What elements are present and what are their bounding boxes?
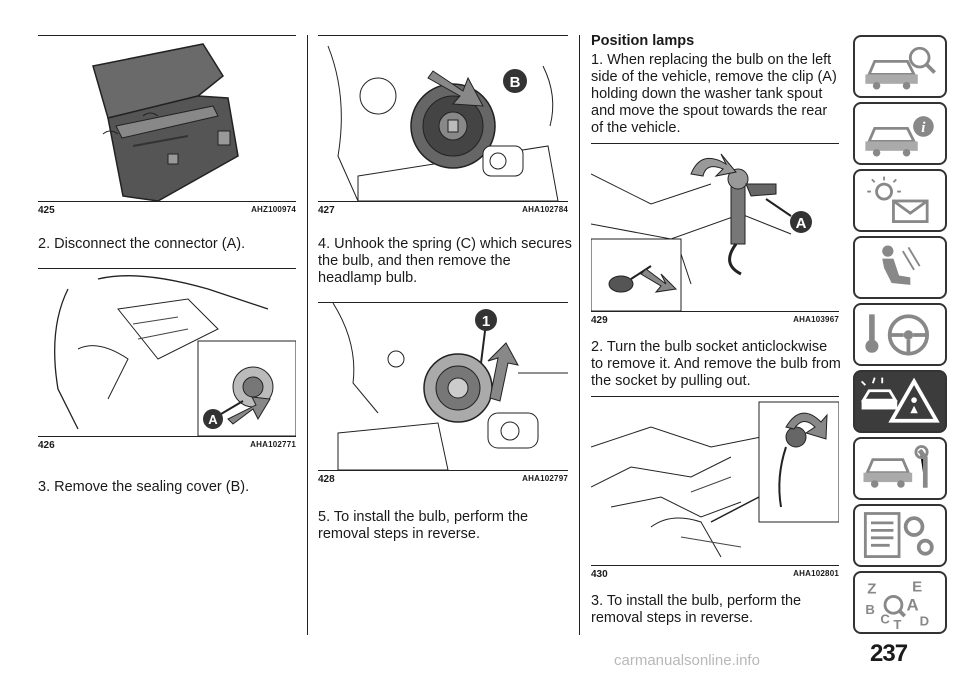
paragraph: 1. When replacing the bulb on the left s… bbox=[591, 52, 837, 136]
index-letter: B bbox=[865, 602, 874, 617]
paragraph: 5. To install the bulb, perform the remo… bbox=[318, 509, 529, 542]
figure-427-sealing-cover-illustration: B bbox=[318, 36, 568, 201]
figure-number: 427 bbox=[318, 205, 335, 216]
page-number: 237 bbox=[870, 640, 908, 667]
alphabetical-index-icon: Z E A B C D T bbox=[865, 579, 929, 632]
callout-label: B bbox=[510, 74, 521, 91]
divider bbox=[591, 143, 839, 144]
column-divider bbox=[579, 35, 580, 635]
car-search-icon bbox=[865, 46, 936, 90]
paragraph: 4. Unhook the spring (C) which secures t… bbox=[318, 236, 572, 286]
divider bbox=[318, 201, 568, 202]
divider bbox=[318, 302, 568, 303]
figure-code: AHA102784 bbox=[522, 205, 568, 214]
figure-426-connector-illustration: A bbox=[38, 269, 296, 436]
tab-car-info[interactable]: i bbox=[853, 102, 947, 165]
tab-airbag-seat[interactable] bbox=[853, 236, 947, 299]
car-maintenance-icon bbox=[863, 445, 929, 488]
column-divider bbox=[307, 35, 308, 635]
figure-number: 426 bbox=[38, 440, 55, 451]
index-letter: D bbox=[920, 613, 929, 628]
figure-caption: 428 AHA102797 bbox=[318, 474, 568, 488]
figure-caption: 427 AHA102784 bbox=[318, 205, 568, 219]
divider bbox=[318, 470, 568, 471]
tab-car-maintenance[interactable] bbox=[853, 437, 947, 500]
figure-code: AHA102771 bbox=[250, 440, 296, 449]
paragraph: 2. Disconnect the connector (A). bbox=[38, 236, 246, 252]
figure-caption: 430 AHA102801 bbox=[591, 569, 839, 583]
figure-caption: 426 AHA102771 bbox=[38, 440, 296, 454]
index-letter: T bbox=[893, 617, 901, 632]
figure-429-washer-spout-clip-illustration: A bbox=[591, 144, 839, 311]
divider bbox=[591, 396, 839, 397]
figure-code: AHZ100974 bbox=[251, 205, 296, 214]
divider bbox=[38, 268, 296, 269]
figure-number: 425 bbox=[38, 205, 55, 216]
figure-code: AHA102801 bbox=[793, 569, 839, 578]
figure-caption: 429 AHA103967 bbox=[591, 315, 839, 329]
paragraph: 3. To install the bulb, perform the remo… bbox=[591, 593, 802, 626]
warning-lights-icon bbox=[867, 176, 929, 223]
index-letter: C bbox=[880, 612, 890, 627]
airbag-seat-icon bbox=[882, 245, 921, 285]
divider bbox=[318, 35, 568, 36]
figure-number: 429 bbox=[591, 315, 608, 326]
tab-technical-data[interactable] bbox=[853, 504, 947, 567]
car-info-icon: i bbox=[865, 116, 934, 157]
divider bbox=[591, 311, 839, 312]
tab-warning-lights[interactable] bbox=[853, 169, 947, 232]
paragraph: 3. Remove the sealing cover (B). bbox=[38, 479, 250, 495]
key-steering-wheel-icon bbox=[865, 314, 930, 356]
divider bbox=[38, 201, 296, 202]
figure-430-bulb-socket-illustration bbox=[591, 397, 839, 565]
divider bbox=[38, 35, 296, 36]
index-letter: Z bbox=[867, 581, 876, 598]
figure-425-washer-reservoir-illustration bbox=[38, 36, 296, 201]
index-letter: E bbox=[912, 579, 922, 596]
tab-key-steering-wheel[interactable] bbox=[853, 303, 947, 366]
callout-label: A bbox=[796, 215, 807, 232]
figure-code: AHA102797 bbox=[522, 474, 568, 483]
technical-data-icon bbox=[863, 512, 934, 558]
figure-code: AHA103967 bbox=[793, 315, 839, 324]
figure-caption: 425 AHZ100974 bbox=[38, 205, 296, 219]
figure-428-headlamp-bulb-illustration: 1 bbox=[318, 303, 568, 470]
svg-text:i: i bbox=[921, 120, 926, 136]
paragraph: 2. Turn the bulb socket anticlockwise to… bbox=[591, 339, 841, 389]
callout-label: A bbox=[208, 412, 218, 427]
car-breakdown-warning-icon bbox=[860, 377, 940, 423]
index-letter: A bbox=[907, 595, 919, 614]
divider bbox=[591, 565, 839, 566]
figure-number: 430 bbox=[591, 569, 608, 580]
section-heading: Position lamps bbox=[591, 33, 695, 49]
watermark: carmanualsonline.info bbox=[614, 652, 760, 669]
tab-car-search[interactable] bbox=[853, 35, 947, 98]
figure-number: 428 bbox=[318, 474, 335, 485]
callout-label: 1 bbox=[482, 313, 490, 330]
tab-emergency[interactable] bbox=[853, 370, 947, 433]
tab-alphabetical-index[interactable]: Z E A B C D T bbox=[853, 571, 947, 634]
divider bbox=[38, 436, 296, 437]
